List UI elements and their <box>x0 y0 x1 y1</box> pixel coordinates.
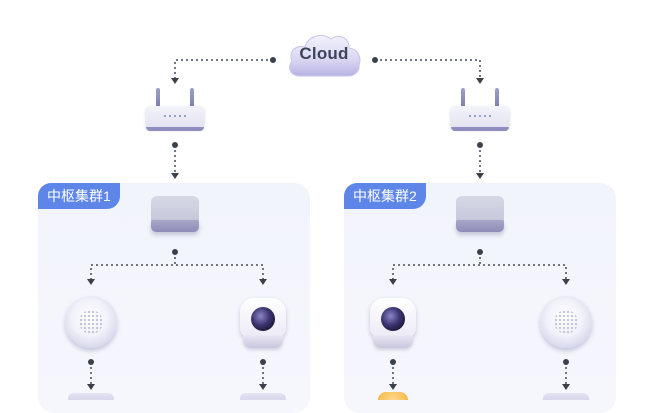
sensor-1 <box>65 296 117 348</box>
camera-1 <box>240 298 286 350</box>
link-cloud-router-2 <box>375 59 481 80</box>
bulb-icon <box>378 392 408 400</box>
cluster-tag-1: 中枢集群1 <box>38 183 120 209</box>
cloud-label: Cloud <box>299 44 349 63</box>
link-dot <box>477 142 483 148</box>
link-dot <box>172 142 178 148</box>
sensor-icon <box>79 310 103 334</box>
sensor-2 <box>540 296 592 348</box>
link-arrow <box>171 78 179 84</box>
hub-2 <box>456 196 504 236</box>
device-bottom-1 <box>68 393 114 400</box>
link-dot <box>270 57 276 63</box>
link-arrow <box>476 78 484 84</box>
cloud-icon <box>289 35 361 77</box>
link-dot <box>372 57 378 63</box>
link-cloud-router-1 <box>174 59 273 80</box>
hub-1 <box>151 196 199 236</box>
link-arrow <box>476 173 484 179</box>
device-bottom-4 <box>543 393 589 400</box>
cluster-tag-2: 中枢集群2 <box>344 183 426 209</box>
router-2 <box>451 88 509 132</box>
router-1 <box>146 88 204 132</box>
cloud-node: Cloud <box>286 30 362 78</box>
device-bottom-2 <box>240 393 286 400</box>
link-arrow <box>171 173 179 179</box>
camera-2 <box>370 298 416 350</box>
sensor-icon <box>554 310 578 334</box>
